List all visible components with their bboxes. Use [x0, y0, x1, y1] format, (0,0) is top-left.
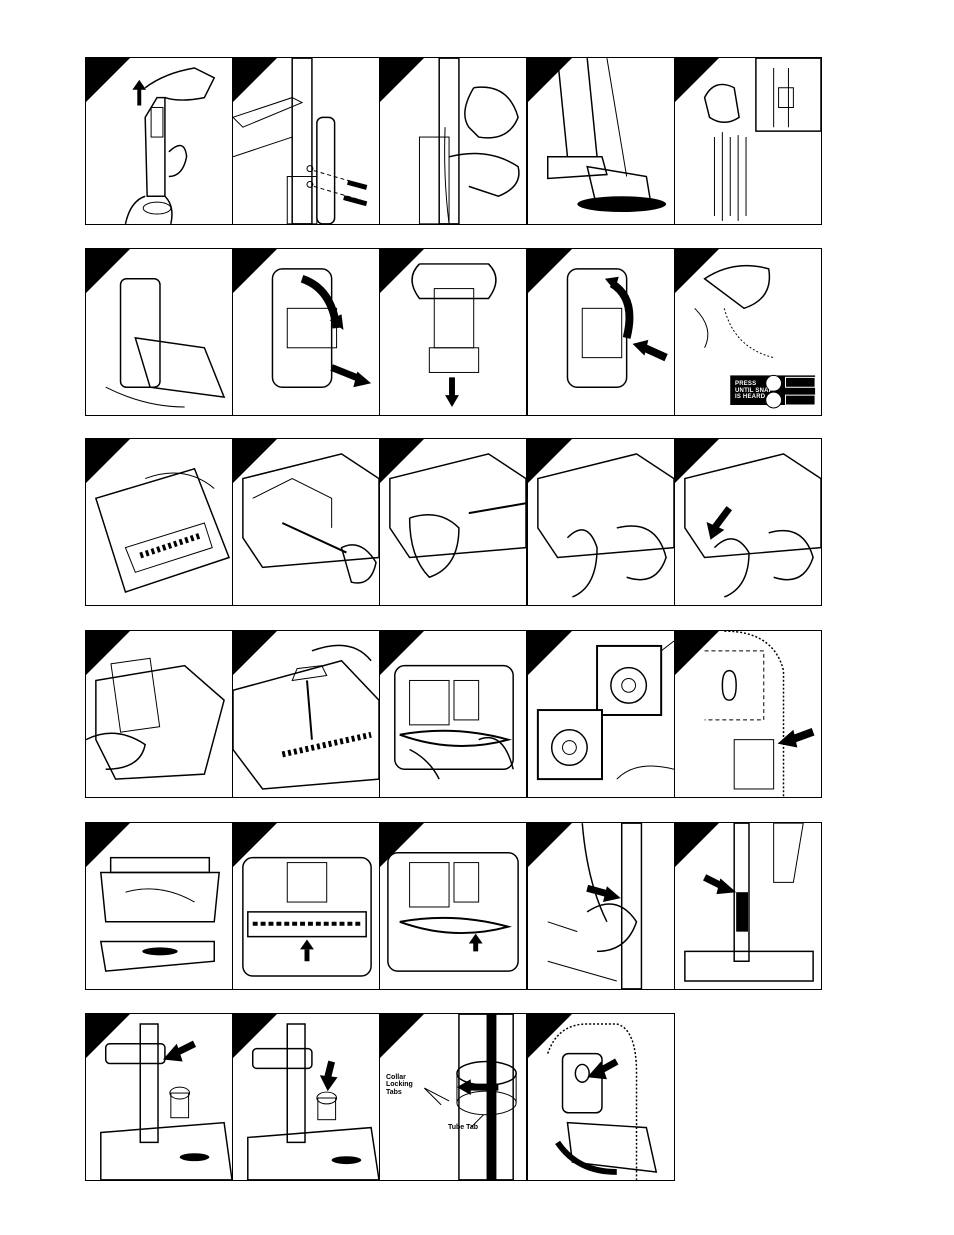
step-corner-marker — [675, 439, 719, 483]
step-corner-marker — [675, 823, 719, 867]
step-corner-marker — [233, 823, 277, 867]
step-panel-27 — [232, 1013, 380, 1181]
up-arrow-icon — [132, 80, 146, 106]
step-panel-1 — [85, 57, 233, 225]
step-panel-10: PRESS UNTIL SNAP IS HEARD — [674, 248, 822, 416]
step-panel-3 — [379, 57, 527, 225]
collar-locking-tabs-label: Collar Locking Tabs — [386, 1074, 413, 1096]
step-corner-marker — [86, 1014, 130, 1058]
step-panel-28: Collar Locking Tabs Tube Tab — [379, 1013, 527, 1181]
left-arrow-icon — [163, 1044, 183, 1062]
step-panel-14 — [527, 438, 675, 606]
step-corner-marker — [86, 631, 130, 675]
left-arrow-icon — [633, 340, 649, 356]
right-arrow-icon — [716, 878, 736, 894]
step-corner-marker — [86, 439, 130, 483]
step-corner-marker — [380, 631, 424, 675]
step-corner-marker — [675, 58, 719, 102]
press-until-snap-label: PRESS UNTIL SNAP IS HEARD — [735, 381, 773, 401]
step-corner-marker — [233, 249, 277, 293]
step-panel-17 — [232, 630, 380, 798]
step-panel-6 — [85, 248, 233, 416]
step-panel-15 — [674, 438, 822, 606]
step-panel-23 — [379, 822, 527, 990]
step-panel-12 — [232, 438, 380, 606]
step-panel-7 — [232, 248, 380, 416]
step-corner-marker — [233, 58, 277, 102]
step-panel-16 — [85, 630, 233, 798]
left-arrow-icon — [778, 730, 798, 748]
step-panel-2 — [232, 57, 380, 225]
step-corner-marker — [380, 439, 424, 483]
down-arrow-icon — [445, 395, 459, 407]
step-panel-13 — [379, 438, 527, 606]
step-panel-29 — [527, 1013, 675, 1181]
step-corner-marker — [528, 1014, 572, 1058]
down-arrow-icon — [320, 1075, 338, 1091]
step-corner-marker — [233, 1014, 277, 1058]
step-panel-21 — [85, 822, 233, 990]
step-corner-marker — [233, 439, 277, 483]
step-corner-marker — [675, 631, 719, 675]
right-arrow-icon — [603, 886, 621, 902]
step-corner-marker — [380, 823, 424, 867]
step-corner-marker — [675, 249, 719, 293]
step-panel-9 — [527, 248, 675, 416]
step-panel-19 — [527, 630, 675, 798]
tube-tab-label: Tube Tab — [448, 1124, 478, 1131]
step-panel-5 — [674, 57, 822, 225]
up-arrow-icon — [300, 940, 314, 950]
step-corner-marker — [528, 58, 572, 102]
step-corner-marker — [380, 1014, 424, 1058]
step-corner-marker — [86, 249, 130, 293]
step-panel-18 — [379, 630, 527, 798]
step-panel-25 — [674, 822, 822, 990]
step-corner-marker — [86, 58, 130, 102]
step-corner-marker — [528, 439, 572, 483]
step-corner-marker — [380, 249, 424, 293]
step-corner-marker — [233, 631, 277, 675]
step-panel-8 — [379, 248, 527, 416]
step-panel-20 — [674, 630, 822, 798]
step-corner-marker — [86, 823, 130, 867]
step-panel-26 — [85, 1013, 233, 1181]
step-panel-4 — [527, 57, 675, 225]
step-panel-11 — [85, 438, 233, 606]
step-panel-22 — [232, 822, 380, 990]
step-corner-marker — [528, 823, 572, 867]
up-arrow-icon — [469, 934, 483, 944]
step-corner-marker — [528, 631, 572, 675]
step-corner-marker — [528, 249, 572, 293]
step-panel-24 — [527, 822, 675, 990]
step-corner-marker — [380, 58, 424, 102]
